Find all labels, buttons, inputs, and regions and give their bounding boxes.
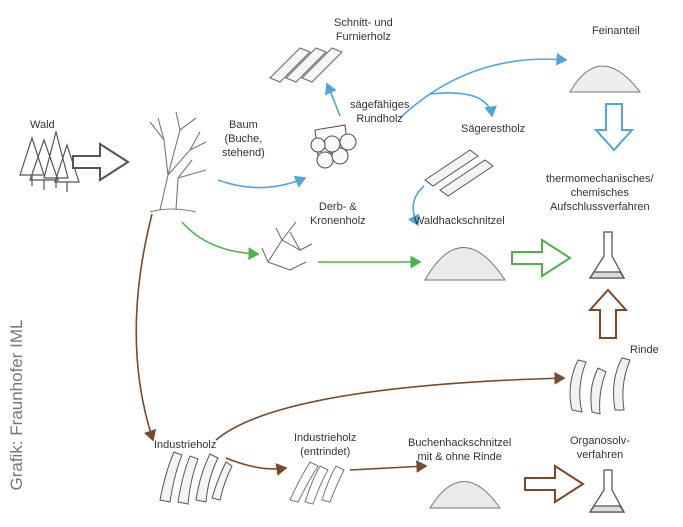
bark-icon bbox=[569, 357, 631, 415]
flow-blue-saegerest-hack bbox=[407, 185, 425, 227]
flow-brown-entrindet-buchen bbox=[349, 460, 428, 473]
label-organosolv: Organosolv-verfahren bbox=[570, 435, 630, 461]
flow-blue-baum-rundholz bbox=[217, 175, 307, 189]
lumber-icon bbox=[269, 47, 343, 83]
flow-blue-rundholz-saegerest bbox=[429, 92, 497, 118]
forest-icon bbox=[19, 129, 80, 192]
flow-green-baum-kronen bbox=[181, 221, 260, 261]
label-saegerestholz: Sägerestholz bbox=[461, 123, 526, 135]
flask-icon-top bbox=[588, 231, 626, 279]
flow-brown-baum-industrie bbox=[135, 213, 157, 442]
woodchip-pile-icon bbox=[424, 247, 506, 281]
arrow-green-outline bbox=[511, 238, 572, 278]
flow-brown-industrie-entrindet bbox=[225, 457, 288, 476]
label-industrieholz: Industrieholz bbox=[154, 439, 217, 451]
label-feinanteil: Feinanteil bbox=[592, 25, 640, 37]
label-rinde: Rinde bbox=[630, 344, 659, 356]
crown-wood-icon bbox=[261, 221, 313, 271]
debarked-wood-icon bbox=[289, 461, 345, 505]
fines-pile-icon bbox=[569, 65, 642, 93]
log-pile-icon bbox=[310, 124, 357, 169]
arrow-wald-baum bbox=[72, 142, 130, 182]
beech-chip-pile-icon bbox=[429, 481, 501, 509]
label-waldhackschnitzel: Waldhackschnitzel bbox=[414, 215, 505, 227]
arrow-brown-up-outline bbox=[587, 288, 629, 339]
industrial-wood-icon bbox=[159, 451, 233, 505]
credit-text: Grafik: Fraunhofer IML bbox=[7, 319, 26, 491]
sawmill-residue-icon bbox=[424, 149, 494, 197]
arrow-blue-outline bbox=[593, 103, 635, 152]
flow-brown-industrie-rinde bbox=[215, 371, 566, 441]
flow-blue-rundholz-feinanteil bbox=[399, 52, 568, 119]
arrow-brown-right-outline bbox=[524, 464, 585, 504]
label-derbholz: Derb- &Kronenholz bbox=[310, 201, 366, 227]
flow-blue-rundholz-schnitt bbox=[324, 82, 341, 117]
label-wald: Wald bbox=[30, 119, 55, 131]
tree-icon bbox=[149, 111, 207, 213]
flask-icon-bottom bbox=[588, 469, 626, 513]
label-industrieholz-entrindet: Industrieholz(entrindet) bbox=[294, 432, 357, 458]
label-baum: Baum(Buche,stehend) bbox=[222, 119, 265, 159]
